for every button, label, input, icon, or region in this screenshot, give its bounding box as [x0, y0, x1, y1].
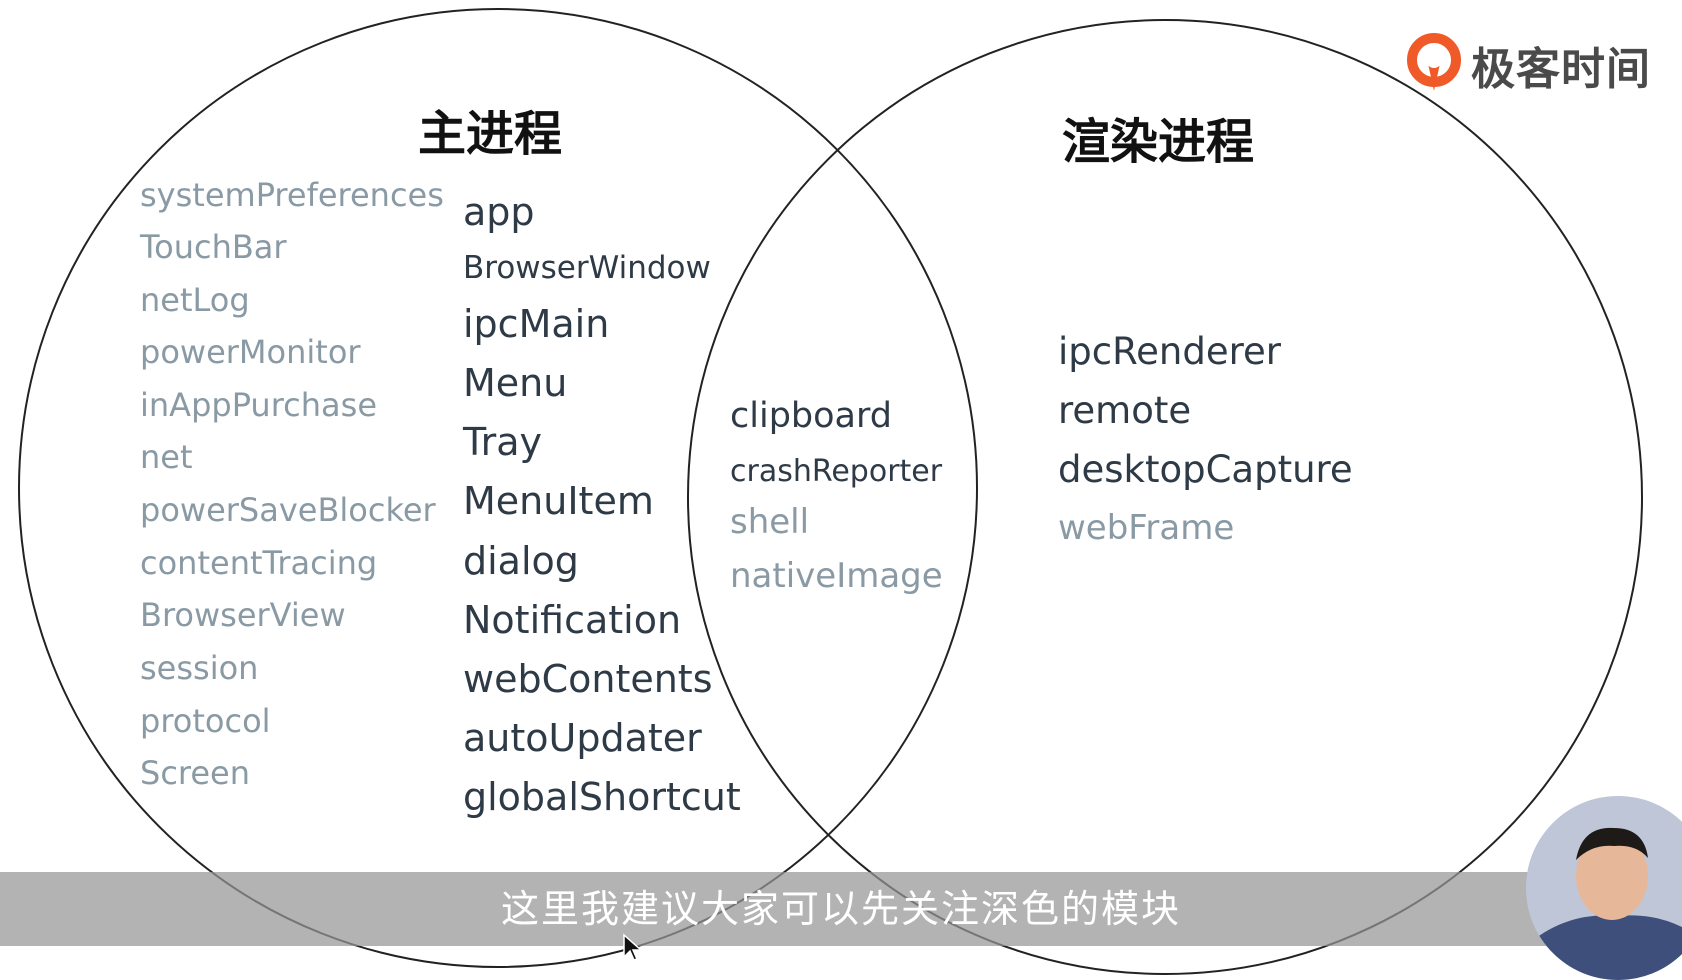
list-item: globalShortcut	[463, 775, 741, 819]
list-item: netLog	[140, 281, 250, 319]
list-item: Screen	[140, 754, 251, 792]
list-item: net	[140, 438, 193, 476]
subtitle-text: 这里我建议大家可以先关注深色的模块	[500, 887, 1181, 931]
geektime-logo-icon	[1407, 33, 1461, 91]
list-item: autoUpdater	[463, 716, 702, 760]
list-item: ipcRenderer	[1058, 330, 1281, 373]
list-item: clipboard	[730, 396, 892, 436]
list-item: Notification	[463, 598, 682, 642]
list-item: powerSaveBlocker	[140, 491, 436, 529]
list-item: Tray	[463, 420, 543, 464]
list-item: protocol	[140, 702, 271, 740]
presenter-webcam	[1526, 796, 1682, 980]
presenter-avatar-icon	[1526, 796, 1682, 980]
renderer-process-circle	[687, 19, 1643, 975]
list-item: nativeImage	[730, 556, 943, 596]
list-item: contentTracing	[140, 544, 378, 582]
list-item: MenuItem	[463, 479, 654, 523]
subtitle-bar: 这里我建议大家可以先关注深色的模块	[0, 872, 1682, 946]
list-item: shell	[730, 502, 810, 542]
list-item: dialog	[463, 539, 579, 583]
list-item: Menu	[463, 361, 568, 405]
list-item: webFrame	[1058, 508, 1235, 548]
main-process-title: 主进程	[418, 106, 563, 162]
brand-name: 极客时间	[1471, 44, 1651, 95]
list-item: webContents	[463, 657, 713, 701]
list-item: TouchBar	[140, 228, 287, 266]
brand-logo: 极客时间	[1405, 30, 1651, 100]
list-item: BrowserView	[140, 596, 346, 634]
list-item: remote	[1058, 389, 1192, 432]
list-item: desktopCapture	[1058, 448, 1353, 491]
list-item: crashReporter	[730, 454, 943, 489]
list-item: powerMonitor	[140, 333, 361, 371]
list-item: ipcMain	[463, 302, 610, 346]
list-item: app	[463, 190, 535, 234]
list-item: session	[140, 649, 259, 687]
main-process-circle	[18, 8, 978, 968]
list-item: BrowserWindow	[463, 250, 711, 286]
renderer-process-title: 渲染进程	[1062, 114, 1255, 170]
list-item: systemPreferences	[140, 176, 444, 214]
mouse-cursor-icon	[623, 933, 643, 961]
list-item: inAppPurchase	[140, 386, 377, 424]
